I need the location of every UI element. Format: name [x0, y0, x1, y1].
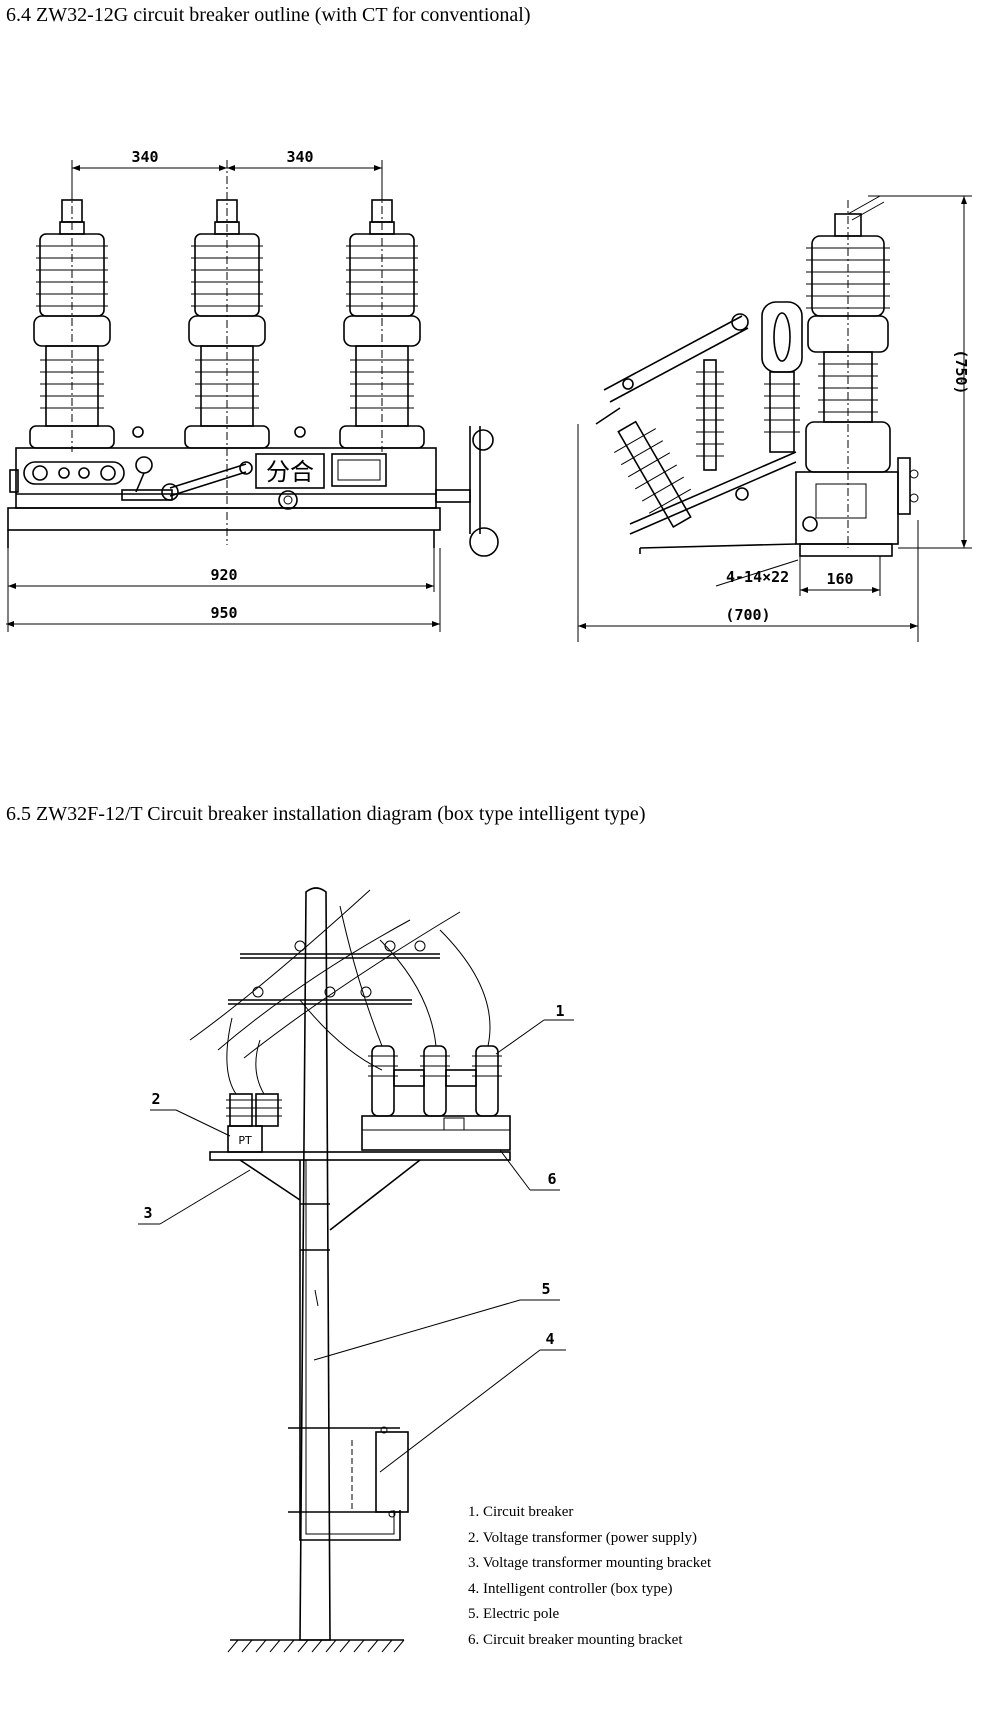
- callout-3: 3: [143, 1204, 152, 1222]
- dim-side-height: (750): [952, 349, 970, 394]
- legend-item: 1. Circuit breaker: [468, 1504, 574, 1520]
- dim-mount-width: 920: [210, 566, 237, 584]
- dim-pole-spacing-right: 340: [286, 148, 313, 166]
- pole-left: [29, 190, 115, 452]
- legend-item: 4. Intelligent controller (box type): [468, 1580, 673, 1597]
- callout-6: 6: [547, 1170, 556, 1188]
- circuit-breaker: [361, 1045, 511, 1151]
- section-heading-outline: 6.4 ZW32-12G circuit breaker outline (wi…: [6, 4, 531, 26]
- dim-overall-width: 950: [210, 604, 237, 622]
- installation-diagram: PT 1 2 3: [138, 887, 574, 1653]
- legend-item: 2. Voltage transformer (power supply): [468, 1529, 697, 1546]
- dim-pole-spacing-left: 340: [131, 148, 158, 166]
- electric-pole: [299, 887, 331, 1641]
- callout-2: 2: [151, 1090, 160, 1108]
- callout-1: 1: [555, 1002, 564, 1020]
- dim-base-depth: 160: [826, 570, 853, 588]
- legend: 1. Circuit breaker 2. Voltage transforme…: [468, 1500, 711, 1654]
- callout-4: 4: [545, 1330, 554, 1348]
- callout-5: 5: [541, 1280, 550, 1298]
- open-close-nameplate: 分合: [266, 458, 314, 486]
- legend-item: 5. Electric pole: [468, 1606, 560, 1623]
- legend-item: 3. Voltage transformer mounting bracket: [468, 1555, 712, 1572]
- voltage-transformer: PT: [226, 1093, 282, 1153]
- front-dimensions: 340 340 920 950: [6, 148, 441, 632]
- section-heading-installation: 6.5 ZW32F-12/T Circuit breaker installat…: [6, 803, 646, 825]
- mechanism-box: 分合: [7, 426, 499, 557]
- vt-label: PT: [238, 1134, 252, 1147]
- side-view: (750) 160 4-14×22 (700): [577, 195, 972, 642]
- legend-item: 6. Circuit breaker mounting bracket: [468, 1631, 683, 1648]
- dim-mounting-holes: 4-14×22: [726, 568, 789, 586]
- front-view: 分合 340 340 920: [6, 148, 499, 632]
- pole-right: [339, 190, 425, 452]
- intelligent-controller-box: [288, 1426, 409, 1518]
- pole-middle: [184, 160, 270, 545]
- dim-side-depth: (700): [725, 606, 770, 624]
- callouts: 1 2 3 4 5 6: [138, 1002, 574, 1473]
